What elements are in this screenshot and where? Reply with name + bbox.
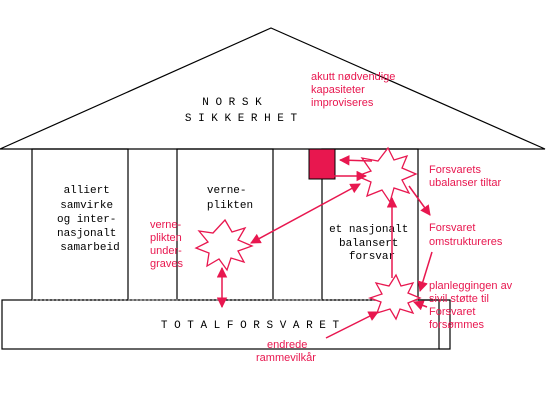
pillar-right-text: et nasjonalt balansert forsvar [329,224,415,263]
annotation-omstruktureres: Forsvaret omstruktureres [429,222,503,248]
foundation-label: T O T A L F O R S V A R E T [161,320,340,332]
foundation-right-step [418,299,451,350]
arrow-to-block [338,155,373,166]
pillar-left-text: alliert samvirke og inter- nasjonalt sam… [57,185,123,254]
roof [0,27,546,150]
capacity-gap-block [308,148,336,180]
starburst-verneplikt [194,218,254,272]
starburst-ubalanse [355,146,418,204]
annotation-verneplikten-undergraves: verne- plikten under- graves [150,219,185,270]
starburst-planlegging [368,273,422,321]
arrow-rammevilkar [325,311,379,339]
pillar-middle-text: verne- plikten [207,185,253,212]
arrow-ubalanse-down [408,185,431,216]
arrow-ubalanse-to-verneplikt [250,183,361,244]
arrow-omstruktur-down [417,251,433,293]
annotation-akutt: akutt nødvendige kapasiteter improvisere… [311,71,398,109]
arrow-forsommes [413,300,428,311]
annotation-ubalanser: Forsvarets ubalanser tiltar [429,164,501,189]
annotation-rammevilkar: endrede rammevilkår [256,339,316,364]
roof-title-line2: S I K K E R H E T [185,113,298,125]
annotation-planlegging: planleggingen av sivil støtte til Forsva… [429,280,515,331]
roof-title-line1: N O R S K [202,97,262,109]
